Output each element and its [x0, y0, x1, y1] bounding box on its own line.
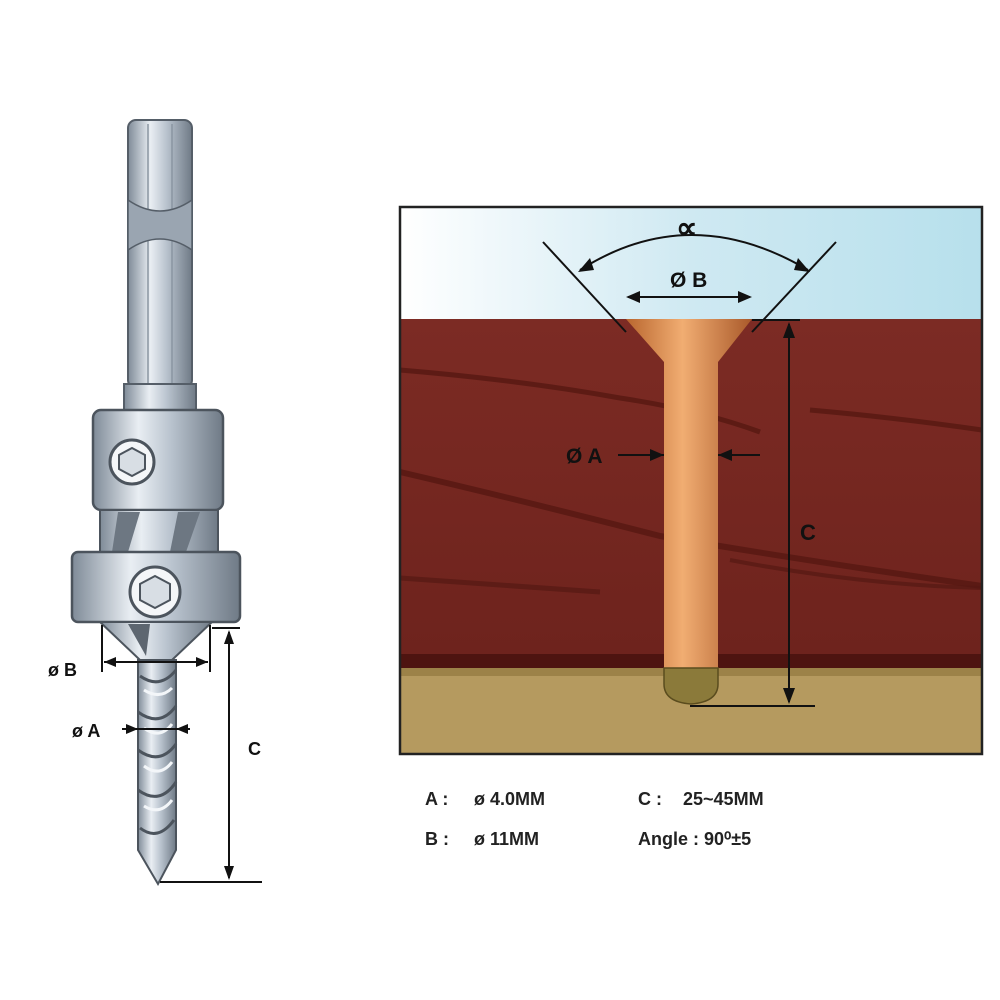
hole-dia-b-label: Ø B: [670, 269, 707, 292]
spec-c-key: C :: [638, 789, 662, 809]
hole-dia-a-label: Ø A: [566, 445, 603, 468]
spec-b: B : ø 11MM: [425, 829, 539, 850]
hole-dimensions: [542, 234, 837, 707]
spec-a-value: ø 4.0MM: [474, 789, 546, 809]
spec-a-key: A :: [425, 789, 449, 809]
spec-angle-value: 90⁰±5: [704, 829, 752, 849]
drill-length-c-label: C: [248, 739, 261, 759]
spec-c: C : 25~45MM: [638, 789, 764, 810]
countersink-cone: [97, 621, 215, 661]
drill-dia-a-label: ø A: [72, 721, 100, 741]
hex-shank: [127, 119, 193, 389]
angle-alpha-label: ∝: [676, 212, 697, 245]
spec-angle: Angle : 90⁰±5: [638, 829, 751, 850]
spec-b-value: ø 11MM: [474, 829, 540, 849]
spec-c-value: 25~45MM: [683, 789, 764, 809]
screw-shape: [626, 319, 752, 672]
hole-cross-section: [398, 205, 984, 756]
drill-dimensions: [101, 625, 262, 883]
sky-area: [400, 207, 982, 319]
drill-bit: [70, 119, 242, 887]
spec-b-key: B :: [425, 829, 449, 849]
spec-a: A : ø 4.0MM: [425, 789, 545, 810]
spec-angle-key: Angle :: [638, 829, 699, 849]
drill-dia-b-label: ø B: [48, 660, 77, 680]
hole-length-c-label: C: [800, 520, 816, 545]
